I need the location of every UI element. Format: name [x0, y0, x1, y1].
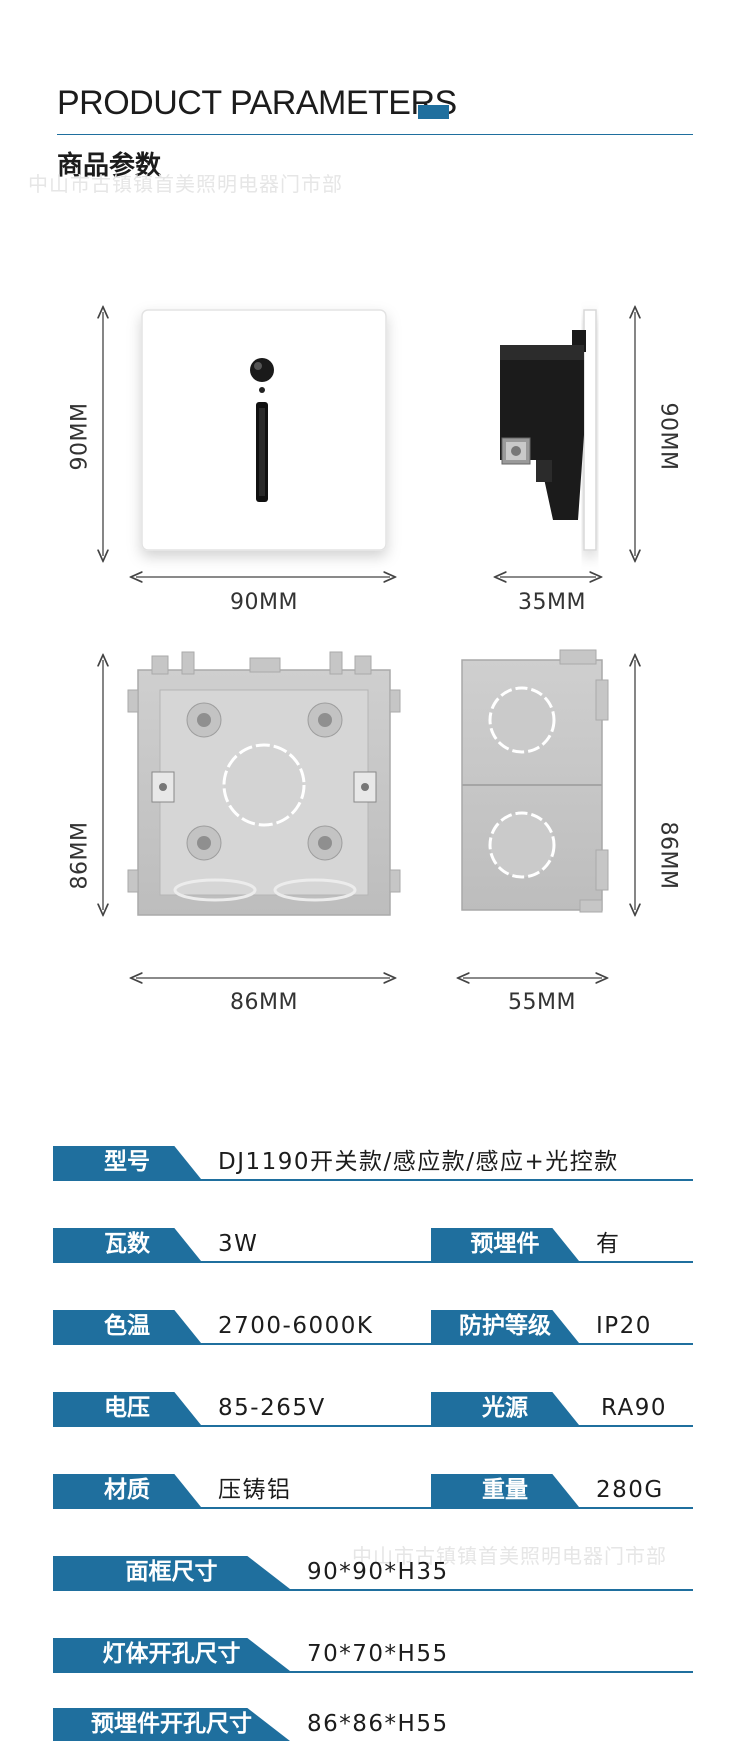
param-row-cutout: 灯体开孔尺寸 70*70*H55: [53, 1638, 693, 1674]
param-value-power: 3W: [218, 1231, 259, 1257]
param-value-frame: 90*90*H35: [307, 1559, 449, 1585]
front-width-label: 90MM: [230, 590, 298, 615]
param-underline: [53, 1671, 693, 1673]
param-tag-weight: 重量: [431, 1474, 579, 1507]
title-english: PRODUCT PARAMETERS: [57, 84, 457, 122]
param-value-material: 压铸铝: [218, 1477, 292, 1503]
title-chinese: 商品参数: [57, 151, 162, 181]
dimension-diagrams: [0, 290, 750, 1050]
param-underline: [53, 1589, 693, 1591]
front-panel-illustration: [141, 309, 387, 551]
side-depth-label: 35MM: [518, 590, 586, 615]
param-tag-ip: 防护等级: [431, 1310, 579, 1343]
param-row-cct: 色温 2700-6000K 防护等级 IP20: [53, 1310, 693, 1346]
param-value-light: RA90: [601, 1395, 668, 1421]
param-tag-material: 材质: [53, 1474, 201, 1507]
param-underline: [53, 1261, 693, 1263]
embed-box-front-illustration: [127, 651, 401, 916]
param-tag-voltage: 电压: [53, 1392, 201, 1425]
param-value-model: DJ1190开关款/感应款/感应+光控款: [218, 1149, 619, 1175]
param-tag-cutout: 灯体开孔尺寸: [53, 1638, 290, 1671]
param-value-cutout: 70*70*H55: [307, 1641, 449, 1667]
box-depth-label: 55MM: [508, 990, 576, 1015]
param-tag-cct: 色温: [53, 1310, 201, 1343]
param-row-frame: 面框尺寸 90*90*H35: [53, 1556, 693, 1592]
param-value-ip: IP20: [596, 1313, 652, 1339]
side-panel-illustration: [500, 309, 597, 551]
title-divider: [57, 134, 693, 135]
param-row-box-cutout: 预埋件开孔尺寸 86*86*H55: [53, 1708, 693, 1744]
embed-box-side-illustration: [461, 649, 609, 913]
param-value-embedded: 有: [596, 1231, 621, 1257]
box-width-label: 86MM: [230, 990, 298, 1015]
param-value-cct: 2700-6000K: [218, 1313, 374, 1339]
param-row-voltage: 电压 85-265V 光源 RA90: [53, 1392, 693, 1428]
param-tag-frame: 面框尺寸: [53, 1556, 290, 1589]
title-accent-bar: [418, 105, 449, 119]
param-value-box-cutout: 86*86*H55: [307, 1711, 449, 1737]
side-height-label: 90MM: [655, 402, 681, 471]
param-row-power: 瓦数 3W 预埋件 有: [53, 1228, 693, 1264]
watermark-top: 中山市古镇镇首美照明电器门市部: [28, 172, 343, 196]
param-underline: [53, 1507, 693, 1509]
param-tag-light: 光源: [431, 1392, 579, 1425]
param-row-model: 型号 DJ1190开关款/感应款/感应+光控款: [53, 1146, 693, 1182]
front-height-label: 90MM: [67, 402, 93, 471]
param-value-voltage: 85-265V: [218, 1395, 326, 1421]
param-underline: [53, 1179, 693, 1181]
param-underline: [53, 1425, 693, 1427]
param-tag-model: 型号: [53, 1146, 201, 1179]
watermark-bottom: 中山市古镇镇首美照明电器门市部: [352, 1544, 667, 1568]
param-tag-box-cutout: 预埋件开孔尺寸: [53, 1708, 290, 1741]
box-height-label: 86MM: [67, 821, 93, 890]
param-tag-power: 瓦数: [53, 1228, 201, 1261]
param-tag-embedded: 预埋件: [431, 1228, 579, 1261]
param-row-material: 材质 压铸铝 重量 280G: [53, 1474, 693, 1510]
param-underline: [53, 1343, 693, 1345]
box-side-height-label: 86MM: [655, 821, 681, 890]
param-value-weight: 280G: [596, 1477, 664, 1503]
